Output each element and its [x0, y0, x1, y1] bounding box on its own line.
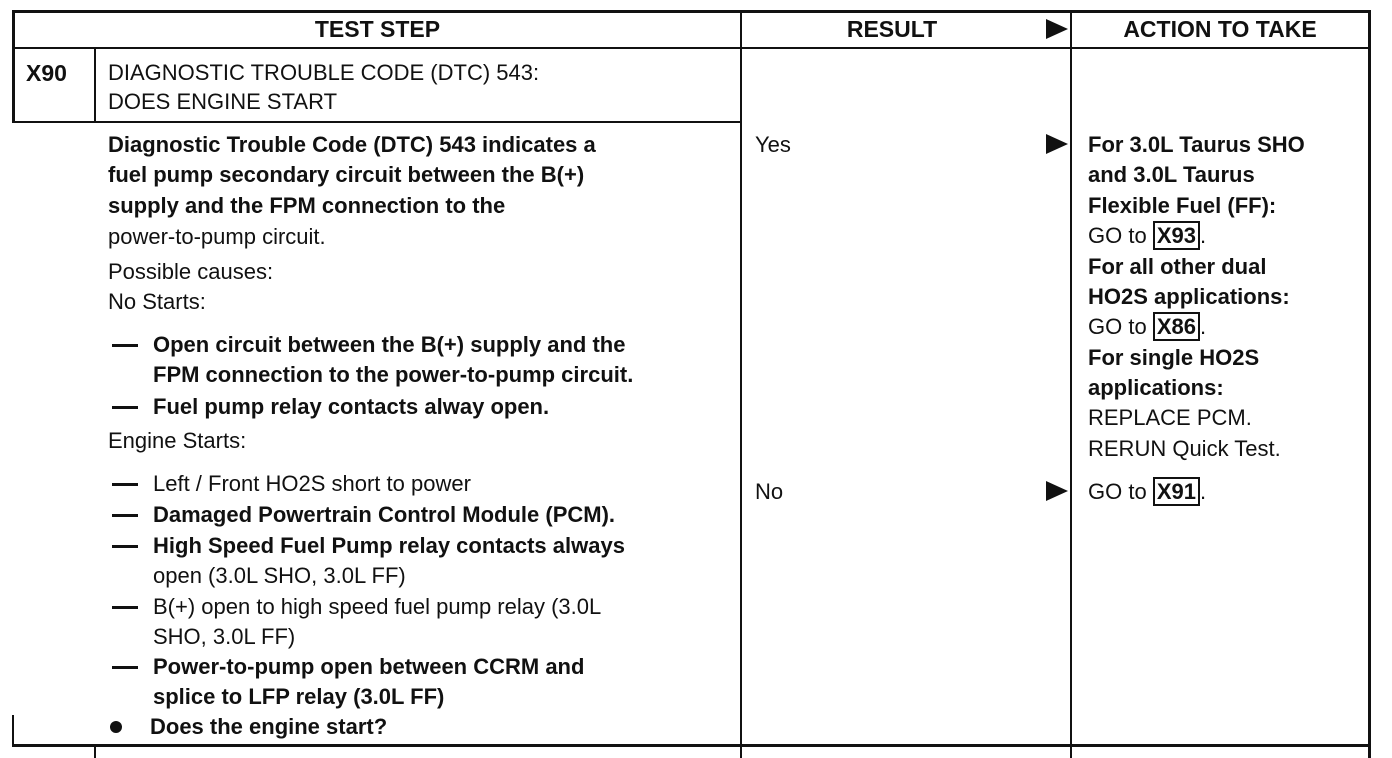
step-title-line-2: DOES ENGINE START — [108, 89, 338, 114]
action-yes-line-10: REPLACE PCM. — [1088, 405, 1252, 430]
header-arrow-icon — [1046, 19, 1068, 39]
header-action: ACTION TO TAKE — [1123, 16, 1317, 42]
dash-icon — [112, 666, 138, 669]
engine-starts-item-2-line-1: Damaged Powertrain Control Module (PCM). — [153, 502, 616, 527]
bullet-icon — [110, 721, 122, 733]
step-id-divider — [94, 47, 96, 123]
table-right-border — [1368, 10, 1371, 758]
step-title-line-1: DIAGNOSTIC TROUBLE CODE (DTC) 543: — [108, 60, 540, 85]
no-starts-label: No Starts: — [108, 289, 206, 314]
action-yes-line-6: HO2S applications: — [1088, 284, 1290, 309]
no-starts-item-1-line-2: FPM connection to the power-to-pump circ… — [153, 362, 634, 387]
action-yes-line-1: For 3.0L Taurus SHO — [1088, 132, 1305, 157]
engine-starts-item-3-line-2: open (3.0L SHO, 3.0L FF) — [153, 563, 406, 588]
description-line-2: fuel pump secondary circuit between the … — [108, 162, 585, 187]
engine-starts-item-3-line-1: High Speed Fuel Pump relay contacts alwa… — [153, 533, 625, 558]
engine-starts-label: Engine Starts: — [108, 428, 247, 453]
action-yes-line-3: Flexible Fuel (FF): — [1088, 193, 1277, 218]
engine-starts-item-4-line-1: B(+) open to high speed fuel pump relay … — [153, 594, 602, 619]
step-ref-x91[interactable]: X91 — [1152, 477, 1200, 506]
engine-starts-item-5-line-1: Power-to-pump open between CCRM and — [153, 654, 585, 679]
table-top-border — [12, 10, 1370, 13]
dash-icon — [112, 606, 138, 609]
action-column-divider — [1070, 10, 1072, 758]
period: . — [1199, 223, 1207, 248]
bottom-tick — [94, 744, 96, 758]
action-no-goto: GO to X91. — [1088, 477, 1206, 507]
description-line-3: supply and the FPM connection to the — [108, 193, 506, 218]
header-bottom-border — [12, 47, 1370, 49]
no-starts-item-1-line-1: Open circuit between the B(+) supply and… — [153, 332, 626, 357]
dash-icon — [112, 545, 138, 548]
result-column-divider — [740, 10, 742, 758]
goto-prefix: GO to — [1088, 223, 1147, 248]
action-yes-line-2: and 3.0L Taurus — [1088, 162, 1255, 187]
action-yes-line-11: RERUN Quick Test. — [1088, 436, 1281, 461]
no-starts-item-2-line-1: Fuel pump relay contacts alway open. — [153, 394, 550, 419]
engine-starts-item-4-line-2: SHO, 3.0L FF) — [153, 624, 296, 649]
description-line-1: Diagnostic Trouble Code (DTC) 543 indica… — [108, 132, 596, 157]
action-yes-line-9: applications: — [1088, 375, 1224, 400]
table-bottom-border — [12, 744, 1370, 747]
goto-prefix: GO to — [1088, 314, 1147, 339]
dash-icon — [112, 483, 138, 486]
title-bottom-border — [12, 121, 740, 123]
arrow-no-icon — [1046, 481, 1068, 501]
arrow-yes-icon — [1046, 134, 1068, 154]
engine-starts-item-5-line-2: splice to LFP relay (3.0L FF) — [153, 684, 445, 709]
goto-prefix: GO to — [1088, 479, 1147, 504]
action-yes-line-5: For all other dual — [1088, 254, 1267, 279]
result-yes: Yes — [755, 132, 791, 157]
step-id: X90 — [26, 60, 67, 86]
action-yes-goto-1: GO to X93. — [1088, 221, 1206, 251]
action-yes-goto-2: GO to X86. — [1088, 312, 1206, 342]
table-left-border — [12, 10, 15, 123]
header-test-step: TEST STEP — [314, 16, 441, 42]
dash-icon — [112, 406, 138, 409]
table-left-border-lower — [12, 715, 14, 745]
period: . — [1199, 479, 1207, 504]
step-ref-x86[interactable]: X86 — [1152, 312, 1200, 341]
engine-starts-item-1-line-1: Left / Front HO2S short to power — [153, 471, 471, 496]
period: . — [1199, 314, 1207, 339]
question: Does the engine start? — [150, 714, 388, 739]
dash-icon — [112, 344, 138, 347]
result-no: No — [755, 479, 784, 504]
dash-icon — [112, 514, 138, 517]
description-line-4: power-to-pump circuit. — [108, 224, 326, 249]
possible-causes-label: Possible causes: — [108, 259, 274, 284]
step-ref-x93[interactable]: X93 — [1152, 221, 1200, 250]
action-yes-line-8: For single HO2S — [1088, 345, 1260, 370]
header-result: RESULT — [846, 16, 938, 42]
